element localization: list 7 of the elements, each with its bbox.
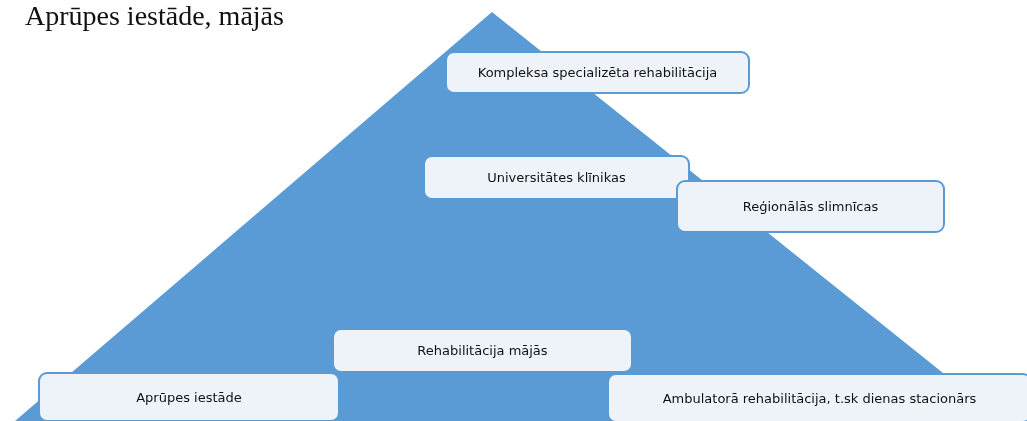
- level-box: Rehabilitācija mājās: [332, 328, 633, 373]
- heading-text: Aprūpes iestāde, mājās: [25, 0, 284, 32]
- level-box: Aprūpes iestāde: [38, 372, 340, 421]
- level-box: Ambulatorā rehabilitācija, t.sk dienas stacionārs: [607, 373, 1027, 421]
- level-box: Kompleksa specializēta rehabilitācija: [445, 51, 750, 94]
- level-box: Reģionālās slimnīcas: [676, 180, 945, 233]
- level-box: Universitātes klīnikas: [423, 155, 690, 200]
